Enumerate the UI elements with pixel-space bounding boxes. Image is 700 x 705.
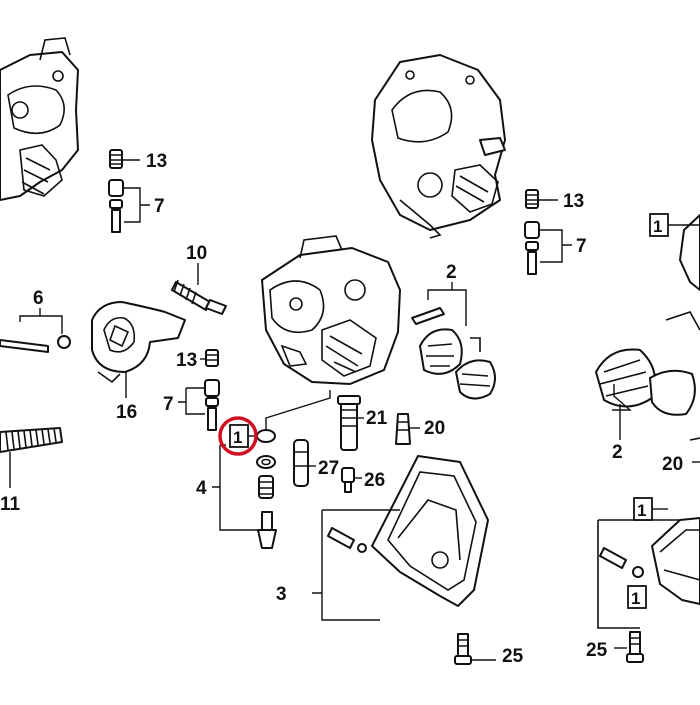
carburetor-top-center [371,54,506,239]
boxed-ref-1-highlighted[interactable]: 1 [218,416,258,456]
callout-3: 3 [276,584,287,605]
part-4-stack [212,390,331,549]
screw-set-center [178,349,220,431]
carburetor-top-left [0,37,79,201]
part-6-shaft [0,308,71,353]
screw-set-upper-right [524,189,572,275]
callout-20-a: 20 [424,418,445,439]
callout-2-b: 2 [612,442,623,463]
callout-21: 21 [366,408,388,429]
callout-7-b: 7 [576,236,587,257]
part-25-screw-right [614,631,644,663]
callout-25-b: 25 [586,640,608,661]
callout-26: 26 [364,470,385,491]
carburetor-right [595,214,700,441]
boxed-ref-1-label: 1 [233,428,242,447]
callout-7-c: 7 [163,394,174,415]
boxed-ref-1-upper-right: 1 [649,213,700,237]
part-26-screw [341,467,362,493]
callout-7-a: 7 [154,196,165,217]
callout-13-c: 13 [176,350,197,371]
part-10-needle [171,263,227,315]
screw-set-upper-left [108,149,150,233]
part-2-throttle-valves-upper [411,282,496,400]
part-20-pilot-jet-upper [395,413,420,445]
part-25-screw-center [454,633,496,665]
callout-2-a: 2 [446,262,457,283]
callout-20-b: 20 [662,454,683,475]
callout-13-b: 13 [563,191,584,212]
callout-6: 6 [33,288,44,309]
callout-4: 4 [196,478,207,499]
part-21-jet-holder [337,395,364,451]
callout-25-a: 25 [502,646,524,667]
part-11-spring [0,427,63,488]
callout-10: 10 [186,243,207,264]
callout-13-a: 13 [146,151,167,172]
callout-16: 16 [116,402,137,423]
boxed-ref-1-lower-right-b-label: 1 [631,589,640,608]
highlight-circle [218,416,258,456]
boxed-ref-1-upper-right-label: 1 [653,217,662,236]
boxed-ref-1-lower-right-a-label: 1 [637,501,646,520]
part-3-float-bowl [312,455,489,621]
carburetor-center-body [261,235,401,385]
part-16-cover [91,301,186,398]
callout-27: 27 [318,458,339,479]
part-27-needle-jet [293,439,316,487]
callout-11: 11 [0,494,21,515]
lower-right-detail: 1 1 [597,497,700,629]
